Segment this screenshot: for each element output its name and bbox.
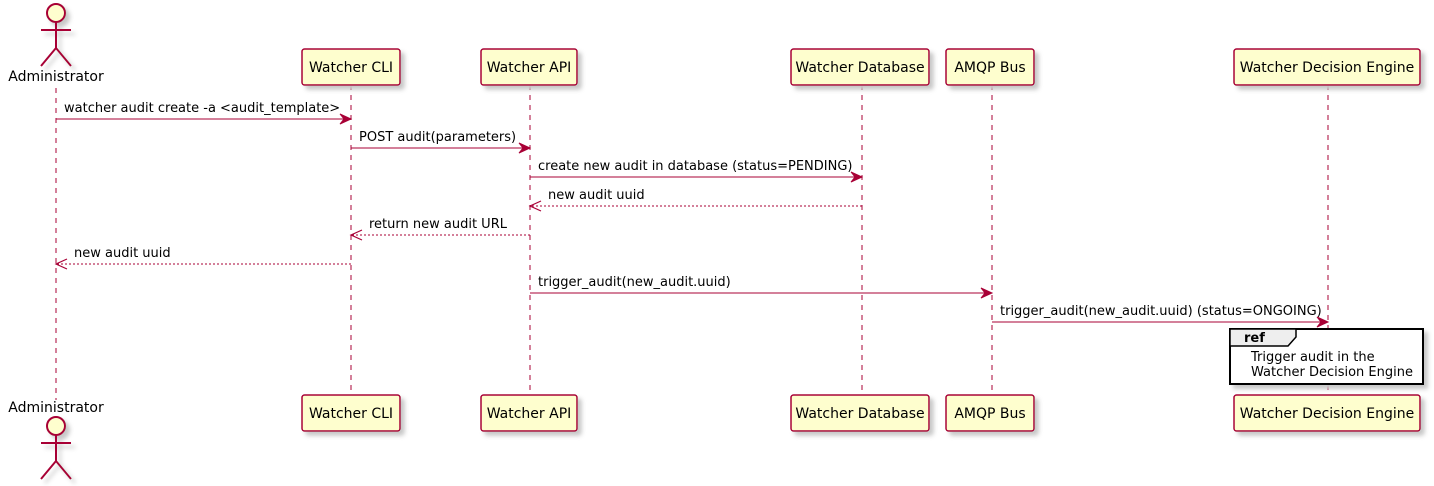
participant-box <box>480 394 578 432</box>
message-label: new audit uuid <box>74 246 171 261</box>
participant-cli-top: Watcher CLI <box>301 48 401 86</box>
message-arrow: trigger_audit(new_audit.uuid) <box>530 275 994 299</box>
arrowhead-open <box>528 200 542 212</box>
participant-db-bottom: Watcher Database <box>790 394 930 432</box>
ref-text-line: Trigger audit in the <box>1250 350 1375 365</box>
arrowhead-filled <box>980 287 994 299</box>
participant-box <box>301 394 401 432</box>
message-label: watcher audit create -a <audit_template> <box>64 101 340 116</box>
arrowhead-filled <box>1316 316 1330 328</box>
arrowhead-filled <box>518 142 532 154</box>
message-label: trigger_audit(new_audit.uuid) <box>538 275 731 290</box>
arrowhead-open <box>349 229 363 241</box>
arrowhead-open <box>54 258 68 270</box>
message-arrow: new audit uuid <box>528 188 862 212</box>
message-arrow: create new audit in database (status=PEN… <box>530 159 864 183</box>
message-label: trigger_audit(new_audit.uuid) (status=ON… <box>1000 304 1322 319</box>
participant-box <box>945 394 1035 432</box>
ref-title: ref <box>1244 331 1265 346</box>
message-arrow: trigger_audit(new_audit.uuid) (status=ON… <box>992 304 1330 328</box>
participant-label: Watcher CLI <box>309 60 393 76</box>
participant-label: Watcher API <box>487 60 572 76</box>
participant-amqp-top: AMQP Bus <box>945 48 1035 86</box>
participant-box <box>945 48 1035 86</box>
lifelines <box>55 85 1329 400</box>
participant-label: Watcher Database <box>795 406 924 422</box>
arrowhead-filled <box>339 113 353 125</box>
arrowhead-filled <box>850 171 864 183</box>
participant-box <box>1233 394 1421 432</box>
actor-icon <box>40 3 72 67</box>
participant-label: Watcher Database <box>795 60 924 76</box>
participant-box <box>1233 48 1421 86</box>
participant-box <box>790 394 930 432</box>
actor-label: Administrator <box>8 400 104 416</box>
actor-bottom: Administrator <box>8 400 104 480</box>
participant-cli-bottom: Watcher CLI <box>301 394 401 432</box>
participants-top: Administrator Watcher CLI Watcher API Watch… <box>8 3 1421 86</box>
participant-box <box>790 48 930 86</box>
message-arrow: watcher audit create -a <audit_template> <box>56 101 353 125</box>
participant-api-top: Watcher API <box>480 48 578 86</box>
message-arrow: POST audit(parameters) <box>351 130 532 154</box>
ref-header-tab <box>1229 328 1297 347</box>
participant-box <box>480 48 578 86</box>
participant-amqp-bottom: AMQP Bus <box>945 394 1035 432</box>
message-label: POST audit(parameters) <box>359 130 516 145</box>
message-arrow: new audit uuid <box>54 246 351 270</box>
participant-label: Watcher CLI <box>309 406 393 422</box>
participant-box <box>301 48 401 86</box>
message-label: return new audit URL <box>369 217 508 232</box>
message-label: create new audit in database (status=PEN… <box>538 159 853 174</box>
actor-label: Administrator <box>8 69 104 85</box>
participant-db-top: Watcher Database <box>790 48 930 86</box>
message-label: new audit uuid <box>548 188 645 203</box>
ref-text-line: Watcher Decision Engine <box>1251 365 1413 380</box>
participant-label: Watcher API <box>487 406 572 422</box>
participants-bottom: Administrator Watcher CLI Watcher API Watch… <box>8 394 1421 480</box>
messages: watcher audit create -a <audit_template>… <box>54 101 1330 328</box>
participant-label: Watcher Decision Engine <box>1240 60 1414 76</box>
participant-api-bottom: Watcher API <box>480 394 578 432</box>
message-arrow: return new audit URL <box>349 217 530 241</box>
participant-engine-top: Watcher Decision Engine <box>1233 48 1421 86</box>
participant-label: AMQP Bus <box>954 60 1025 76</box>
participant-label: Watcher Decision Engine <box>1240 406 1414 422</box>
participant-label: AMQP Bus <box>954 406 1025 422</box>
actor-icon <box>40 416 72 480</box>
actor-top: Administrator <box>8 3 104 85</box>
participant-engine-bottom: Watcher Decision Engine <box>1233 394 1421 432</box>
